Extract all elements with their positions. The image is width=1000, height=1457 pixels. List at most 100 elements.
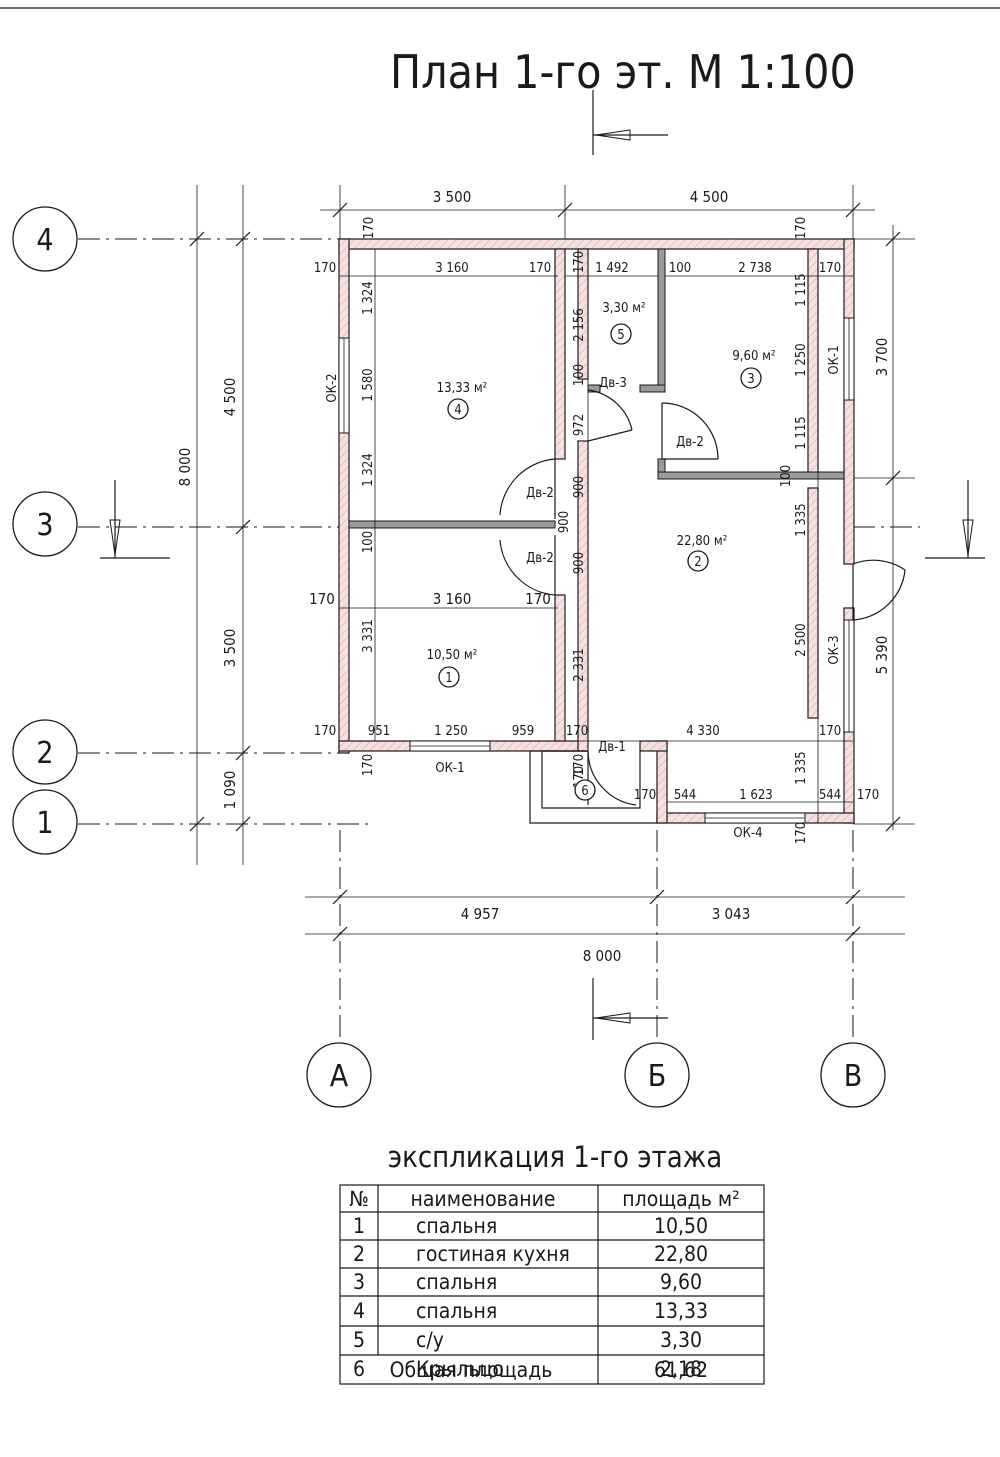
axis-bubble-b: Б bbox=[624, 1042, 690, 1108]
room-6-label: 6 bbox=[574, 779, 596, 801]
svg-text:спальня: спальня bbox=[416, 1214, 497, 1238]
dim-bottom-a: 4 957 bbox=[461, 905, 500, 923]
axis-bubble-a: А bbox=[306, 1042, 372, 1108]
dim-r5-width: 1 492 bbox=[595, 261, 628, 276]
axis-lines bbox=[78, 238, 920, 1045]
dim-r2-h4: 2 331 bbox=[572, 648, 587, 681]
dim-r3-h1: 1 115 bbox=[794, 273, 809, 306]
dim-right-lower: 5 390 bbox=[873, 636, 891, 675]
svg-text:4: 4 bbox=[454, 403, 461, 418]
table-row: 1 спальня 10,50 bbox=[353, 1214, 708, 1238]
dim-170-p: 170 bbox=[634, 788, 656, 803]
svg-text:В: В bbox=[844, 1059, 863, 1094]
table-row: 6 Крыльцо 2,18 bbox=[353, 1357, 702, 1381]
axis-bubble-2: 2 bbox=[12, 719, 78, 785]
dim-544-a: 544 bbox=[674, 788, 696, 803]
svg-text:А: А bbox=[330, 1059, 349, 1094]
mark-dv-3: Дв-3 bbox=[599, 376, 627, 391]
table-row: 2 гостиная кухня 22,80 bbox=[353, 1242, 708, 1266]
dim-r2-h2: 2 500 bbox=[794, 623, 809, 656]
svg-text:наименование: наименование bbox=[411, 1187, 556, 1211]
svg-text:3,30: 3,30 bbox=[660, 1328, 702, 1352]
mark-dv-2-upper: Дв-2 bbox=[526, 486, 554, 501]
dim-170-d: 170 bbox=[529, 261, 551, 276]
dim-170-j: 170 bbox=[309, 590, 335, 608]
dim-right-upper: 3 700 bbox=[873, 338, 891, 377]
svg-text:спальня: спальня bbox=[416, 1270, 497, 1294]
porch-outline bbox=[529, 750, 657, 824]
axis-bubble-1: 1 bbox=[12, 789, 78, 855]
svg-text:1: 1 bbox=[353, 1214, 365, 1238]
svg-text:22,80 м²: 22,80 м² bbox=[677, 534, 728, 549]
section-mark-left bbox=[100, 480, 170, 559]
dim-part100-c: 100 bbox=[572, 364, 587, 386]
room-4-label: 13,33 м² 4 bbox=[437, 381, 488, 420]
svg-text:№: № bbox=[349, 1187, 369, 1211]
dim-170-e: 170 bbox=[572, 251, 587, 273]
svg-text:3: 3 bbox=[747, 372, 754, 387]
dim-170-i: 170 bbox=[794, 822, 809, 844]
dim-170-a: 170 bbox=[362, 217, 377, 239]
section-mark-right bbox=[925, 480, 985, 559]
axis-bubble-v: В bbox=[820, 1042, 886, 1108]
dim-lines bbox=[189, 185, 915, 942]
svg-text:3: 3 bbox=[36, 508, 53, 543]
svg-text:2: 2 bbox=[694, 555, 701, 570]
door-dv-2-room3 bbox=[661, 402, 719, 460]
table-total-row: Общая площадь 61,62 bbox=[390, 1358, 708, 1382]
room-1-label: 10,50 м² 1 bbox=[427, 648, 477, 688]
svg-text:9,60: 9,60 bbox=[660, 1270, 702, 1294]
dim-top-right: 4 500 bbox=[690, 188, 729, 206]
svg-text:61,62: 61,62 bbox=[654, 1358, 708, 1382]
dim-r3-width: 2 738 bbox=[738, 261, 771, 276]
svg-text:13,33: 13,33 bbox=[654, 1299, 708, 1323]
svg-text:2: 2 bbox=[36, 736, 53, 771]
svg-text:3: 3 bbox=[353, 1270, 365, 1294]
svg-text:2,18: 2,18 bbox=[660, 1357, 702, 1381]
door-dv-1 bbox=[587, 750, 637, 806]
dim-r4-h3: 1 324 bbox=[361, 453, 376, 486]
dim-corr-900a: 900 bbox=[572, 476, 587, 498]
dim-170-h: 170 bbox=[572, 754, 587, 776]
dim-part100-d: 100 bbox=[779, 465, 794, 487]
svg-text:гостиная кухня: гостиная кухня bbox=[416, 1242, 570, 1266]
door-dv-3 bbox=[587, 389, 633, 442]
dim-170-l: 170 bbox=[314, 724, 336, 739]
svg-text:Крыльцо: Крыльцо bbox=[416, 1357, 504, 1381]
mark-dv-1: Дв-1 bbox=[598, 740, 626, 755]
door-dv-2-lower bbox=[499, 535, 556, 596]
svg-text:5: 5 bbox=[353, 1328, 365, 1352]
dim-r5-door: 972 bbox=[572, 414, 587, 436]
dim-r1-b1: 951 bbox=[368, 724, 390, 739]
svg-text:Б: Б bbox=[648, 1059, 667, 1094]
dim-r2-h3: 1 335 bbox=[794, 751, 809, 784]
dim-left-outer: 8 000 bbox=[176, 448, 194, 487]
mark-ok-2: ОК-2 bbox=[325, 373, 340, 402]
dim-left-lower: 3 500 bbox=[221, 629, 239, 668]
dim-bottom-total: 8 000 bbox=[583, 947, 622, 965]
door-entrance bbox=[852, 559, 906, 621]
dim-r1-width: 3 160 bbox=[433, 590, 472, 608]
svg-text:13,33 м²: 13,33 м² bbox=[437, 381, 488, 396]
svg-text:6: 6 bbox=[353, 1357, 365, 1381]
dim-170-q: 170 bbox=[857, 788, 879, 803]
dim-170-m: 170 bbox=[566, 724, 588, 739]
dim-r5-h: 2 156 bbox=[572, 308, 587, 341]
dim-170-b: 170 bbox=[794, 217, 809, 239]
svg-text:22,80: 22,80 bbox=[654, 1242, 708, 1266]
axis-bubble-4: 4 bbox=[12, 206, 78, 272]
dim-top-left: 3 500 bbox=[433, 188, 472, 206]
svg-text:6: 6 bbox=[581, 784, 588, 799]
window-ok-1-bottom bbox=[409, 740, 491, 752]
room-2-label: 22,80 м² 2 bbox=[677, 534, 728, 572]
dim-1623: 1 623 bbox=[739, 788, 772, 803]
svg-text:с/у: с/у bbox=[416, 1328, 444, 1352]
svg-text:спальня: спальня bbox=[416, 1299, 497, 1323]
svg-text:Общая площадь: Общая площадь bbox=[390, 1358, 553, 1382]
window-ok-2 bbox=[338, 337, 350, 434]
dim-170-g: 170 bbox=[361, 754, 376, 776]
window-ok-1-right bbox=[843, 317, 855, 401]
svg-text:4: 4 bbox=[36, 223, 53, 258]
dim-r4-width: 3 160 bbox=[435, 261, 468, 276]
mark-ok-1-bottom: ОК-1 bbox=[435, 761, 464, 776]
